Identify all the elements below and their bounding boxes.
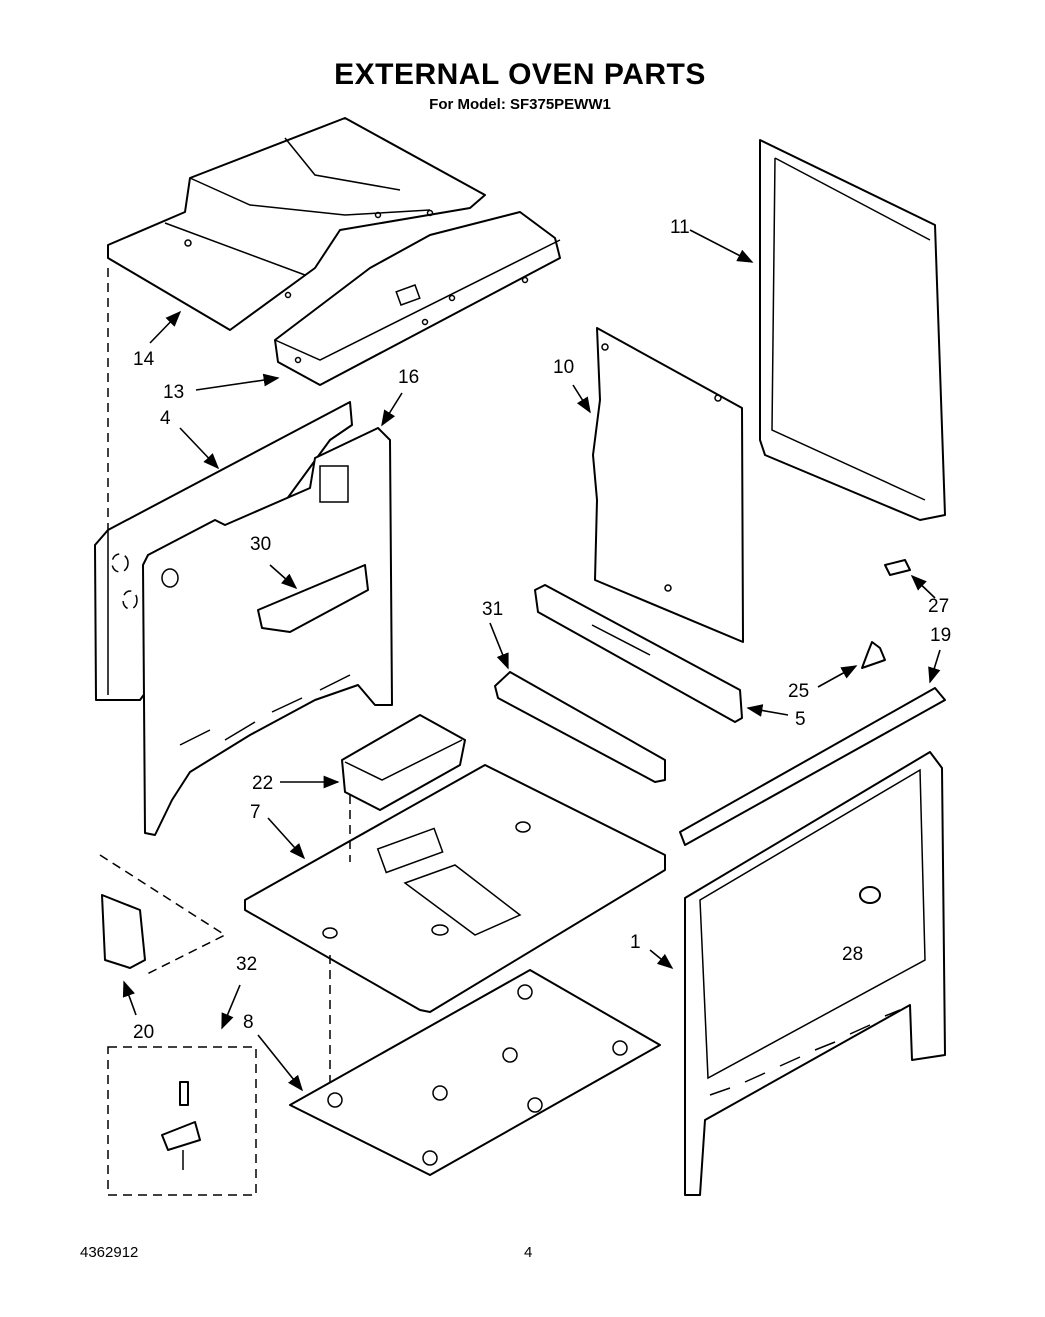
part-10-insulation — [592, 327, 744, 643]
part-16-side-panel — [142, 427, 393, 836]
part-1-front-frame — [684, 751, 946, 1196]
callout-4: 4 — [160, 408, 171, 429]
model-subtitle: For Model: SF375PEWW1 — [429, 96, 611, 113]
callout-25: 25 — [788, 681, 809, 702]
part-32-leveling-kit — [107, 1046, 257, 1196]
part-8-tray — [289, 969, 661, 1176]
part-27-clip — [884, 559, 911, 576]
callout-20: 20 — [133, 1022, 154, 1043]
part-14-top-cover — [107, 117, 486, 331]
callout-30: 30 — [250, 534, 271, 555]
part-28-sensor — [859, 886, 881, 904]
page-number: 4 — [524, 1244, 533, 1261]
callout-14: 14 — [133, 349, 155, 370]
part-7-floor — [244, 764, 666, 1013]
part-30-bracket — [257, 564, 369, 633]
leader-arrows — [122, 229, 941, 1092]
callout-32: 32 — [236, 954, 257, 975]
callout-13: 13 — [163, 382, 184, 403]
part-11-right-panel — [759, 139, 946, 521]
callout-19: 19 — [930, 625, 951, 646]
part-19-rail — [679, 687, 946, 846]
callout-22: 22 — [252, 773, 273, 794]
part-20-clip — [99, 854, 227, 976]
part-13-rail — [274, 211, 561, 386]
callout-10: 10 — [553, 357, 574, 378]
part-31-channel — [494, 671, 666, 783]
callout-28: 28 — [842, 944, 863, 965]
callout-27: 27 — [928, 596, 949, 617]
part-5-trim — [534, 584, 743, 723]
callout-11: 11 — [670, 217, 690, 238]
callout-31: 31 — [482, 599, 503, 620]
page-title: EXTERNAL OVEN PARTS — [334, 58, 706, 91]
part-25-bolt — [861, 641, 886, 669]
callout-8: 8 — [243, 1012, 254, 1033]
part-22-box — [341, 714, 466, 811]
callout-1: 1 — [630, 932, 641, 953]
callout-16: 16 — [398, 367, 419, 388]
callout-7: 7 — [250, 802, 261, 823]
document-number: 4362912 — [80, 1244, 139, 1261]
callout-5: 5 — [795, 709, 806, 730]
